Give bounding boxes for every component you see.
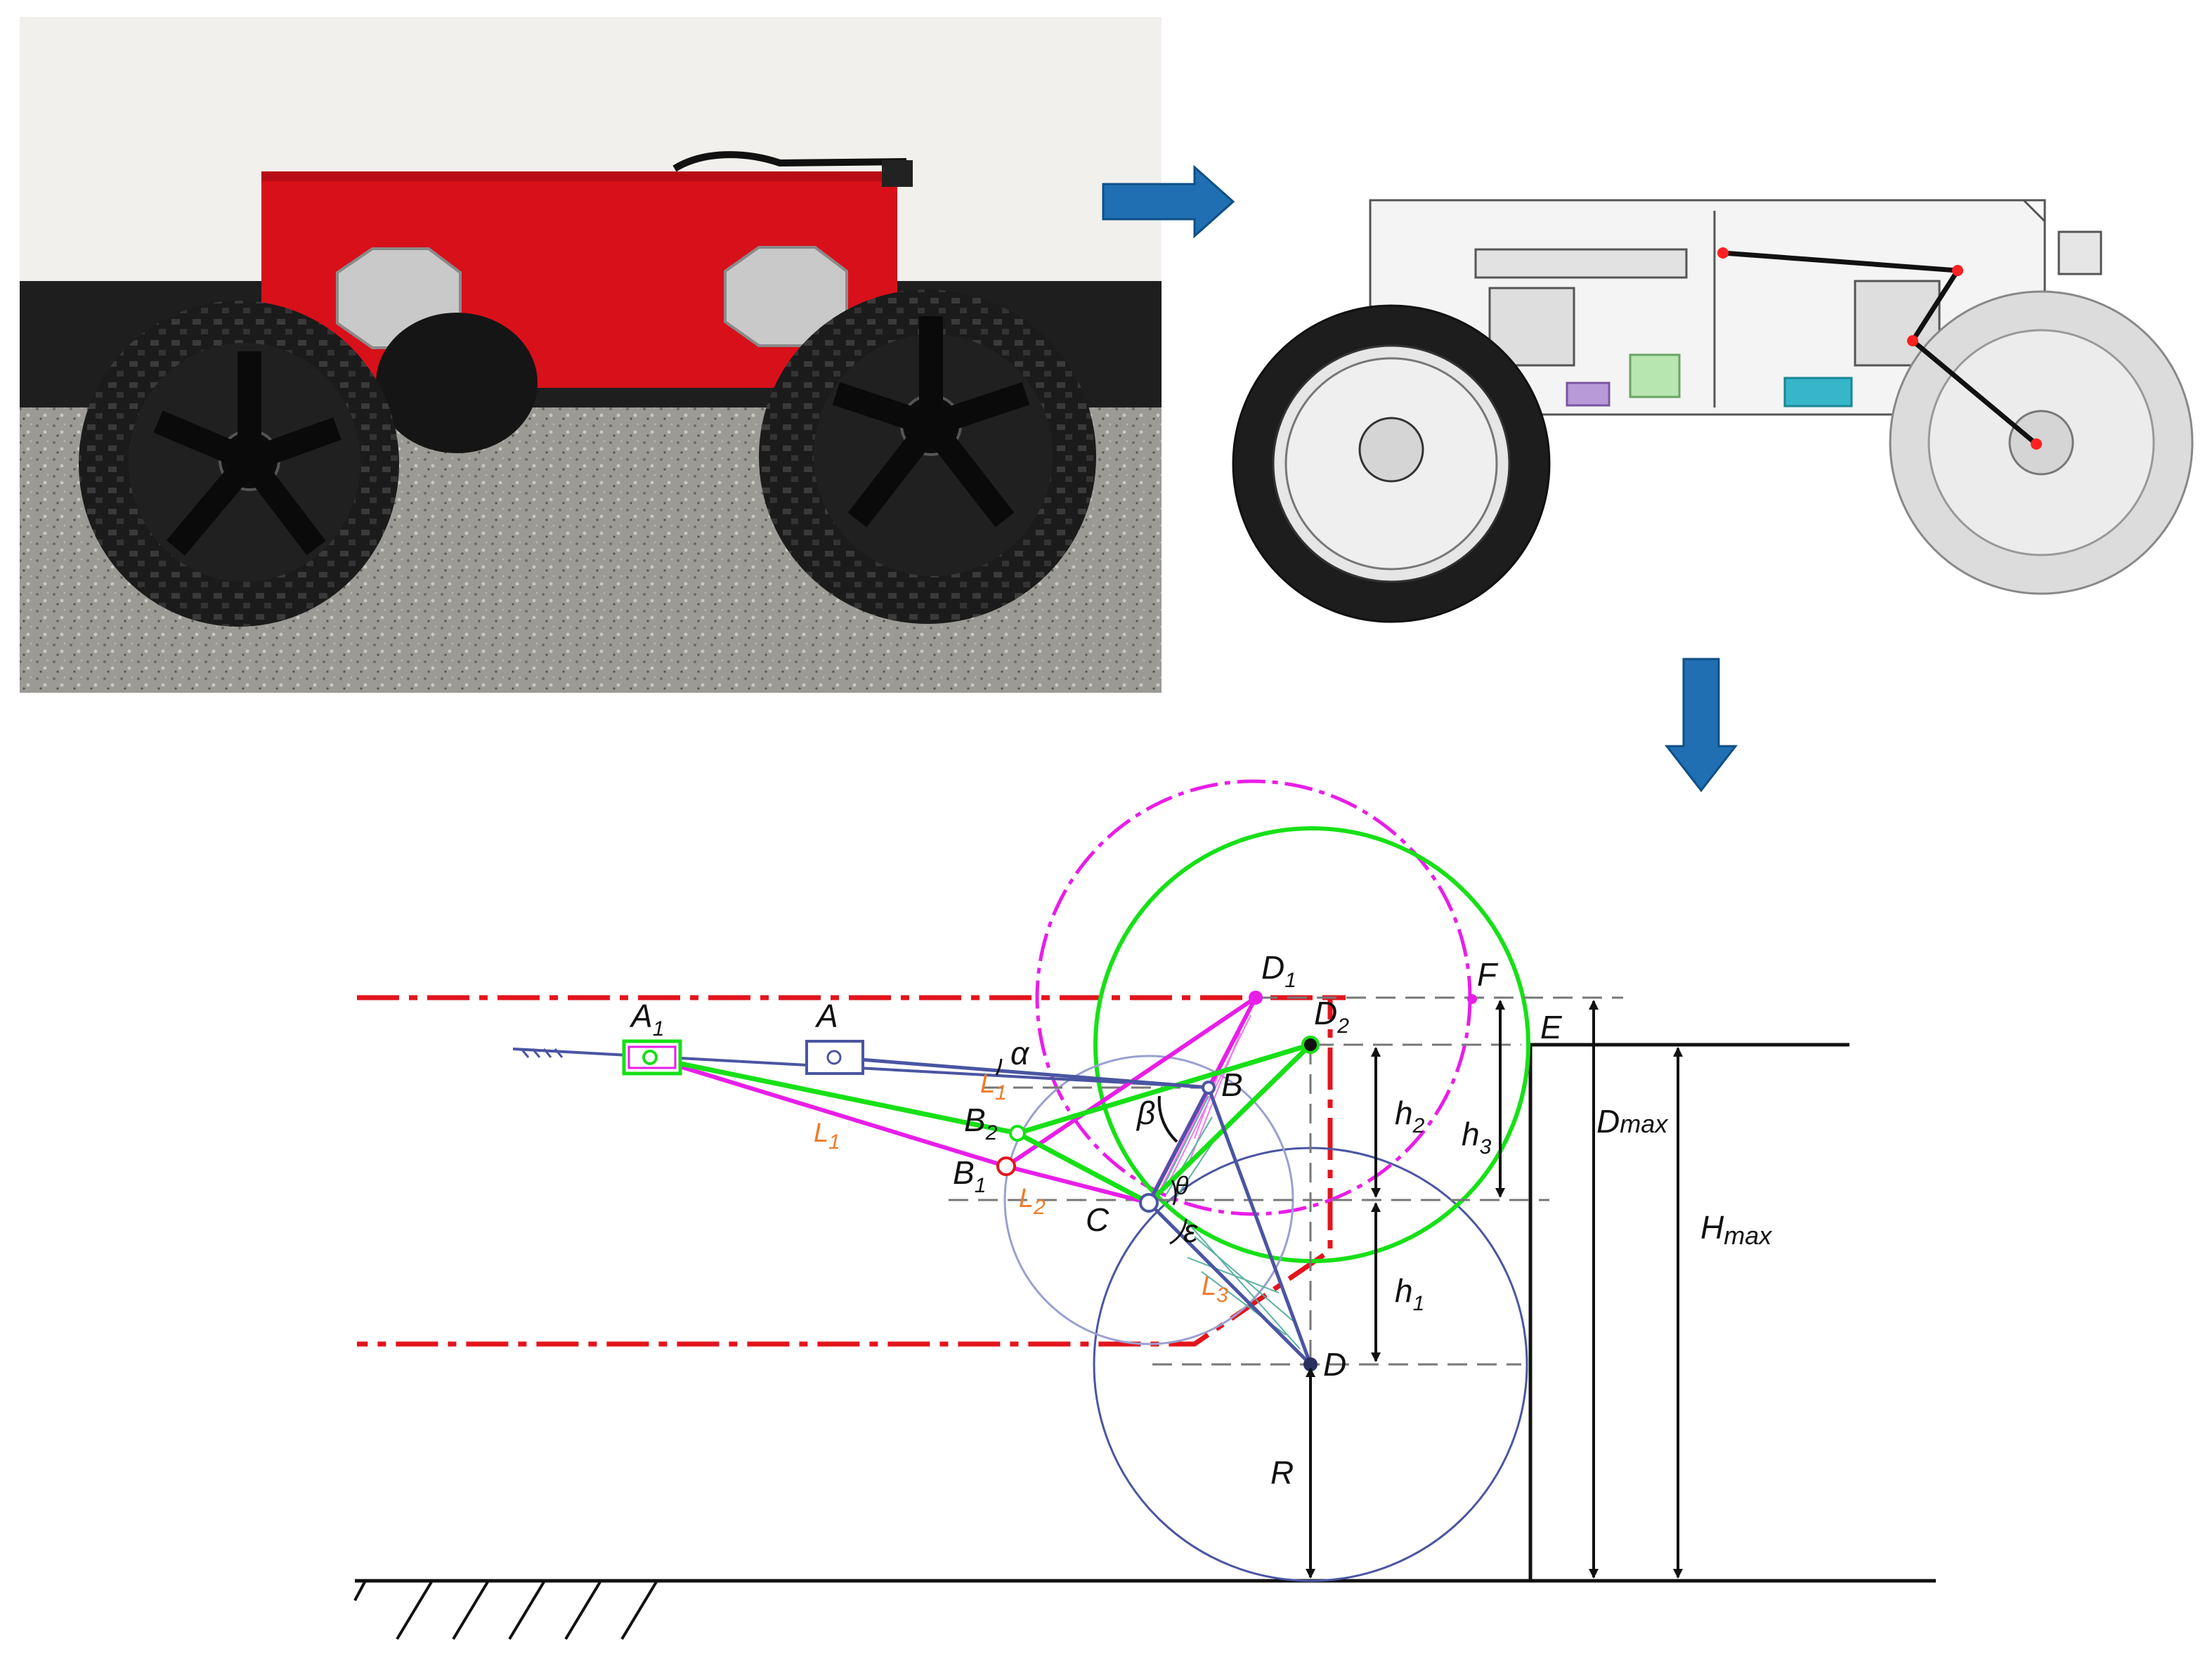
linkage-schematic xyxy=(353,779,1936,1641)
joint-B1 xyxy=(996,1156,1016,1176)
arrow-right-icon xyxy=(1102,164,1235,239)
label-Dmax: Dmax xyxy=(1596,1103,1669,1140)
label-R: R xyxy=(1270,1454,1294,1491)
label-F: F xyxy=(1477,956,1499,993)
obstacle-step xyxy=(1528,1043,1849,1581)
label-D: D xyxy=(1323,1346,1346,1383)
beta-arc xyxy=(1157,1095,1178,1143)
label-alpha: α xyxy=(1010,1035,1030,1071)
label-E: E xyxy=(1540,1009,1563,1045)
joint-D1 xyxy=(1249,991,1263,1005)
label-theta: θ xyxy=(1175,1171,1189,1200)
label-h1: h1 xyxy=(1395,1272,1424,1315)
label-h3: h3 xyxy=(1462,1116,1492,1159)
wheel-right xyxy=(759,289,1096,624)
label-L1-small: L1 xyxy=(980,1069,1007,1104)
label-A: A xyxy=(814,998,838,1034)
arrow-down-icon xyxy=(1664,658,1738,793)
label-D2: D2 xyxy=(1314,995,1349,1038)
label-D1: D1 xyxy=(1261,949,1296,992)
wheel-circle-green xyxy=(1093,826,1530,1263)
epsilon-arc xyxy=(1169,1218,1188,1245)
label-A1: A1 xyxy=(629,998,664,1041)
alpha-arc xyxy=(995,1058,1003,1076)
label-B: B xyxy=(1221,1067,1243,1103)
robot-photo xyxy=(20,17,1162,693)
joint-B2 xyxy=(1009,1125,1026,1142)
label-L3: L3 xyxy=(1202,1272,1228,1307)
schematic-labels: A1 A α L1 L1 B B2 B1 β θ L2 C ε L3 D1 D2… xyxy=(629,949,1773,1491)
label-Hmax: Hmax xyxy=(1700,1209,1773,1250)
label-epsilon: ε xyxy=(1183,1213,1198,1249)
wheel-left xyxy=(79,301,399,627)
linkage-blue xyxy=(833,1055,1313,1366)
label-L1-big: L1 xyxy=(814,1119,840,1154)
label-h2: h2 xyxy=(1395,1095,1425,1137)
label-L2: L2 xyxy=(1019,1184,1046,1219)
label-B2: B2 xyxy=(964,1102,998,1144)
label-C: C xyxy=(1086,1201,1110,1238)
theta-arc xyxy=(1171,1180,1177,1206)
cad-linkage xyxy=(1722,250,2038,446)
point-F xyxy=(1467,994,1477,1004)
joint-D2 xyxy=(1301,1036,1320,1054)
chassis-outline xyxy=(357,995,1346,1347)
ground-hatch xyxy=(353,1579,658,1641)
joint-B xyxy=(1202,1081,1216,1095)
label-beta: β xyxy=(1136,1095,1155,1131)
cad-drawing xyxy=(1232,199,2194,623)
joint-C xyxy=(1139,1193,1159,1213)
label-B1: B1 xyxy=(953,1154,986,1197)
